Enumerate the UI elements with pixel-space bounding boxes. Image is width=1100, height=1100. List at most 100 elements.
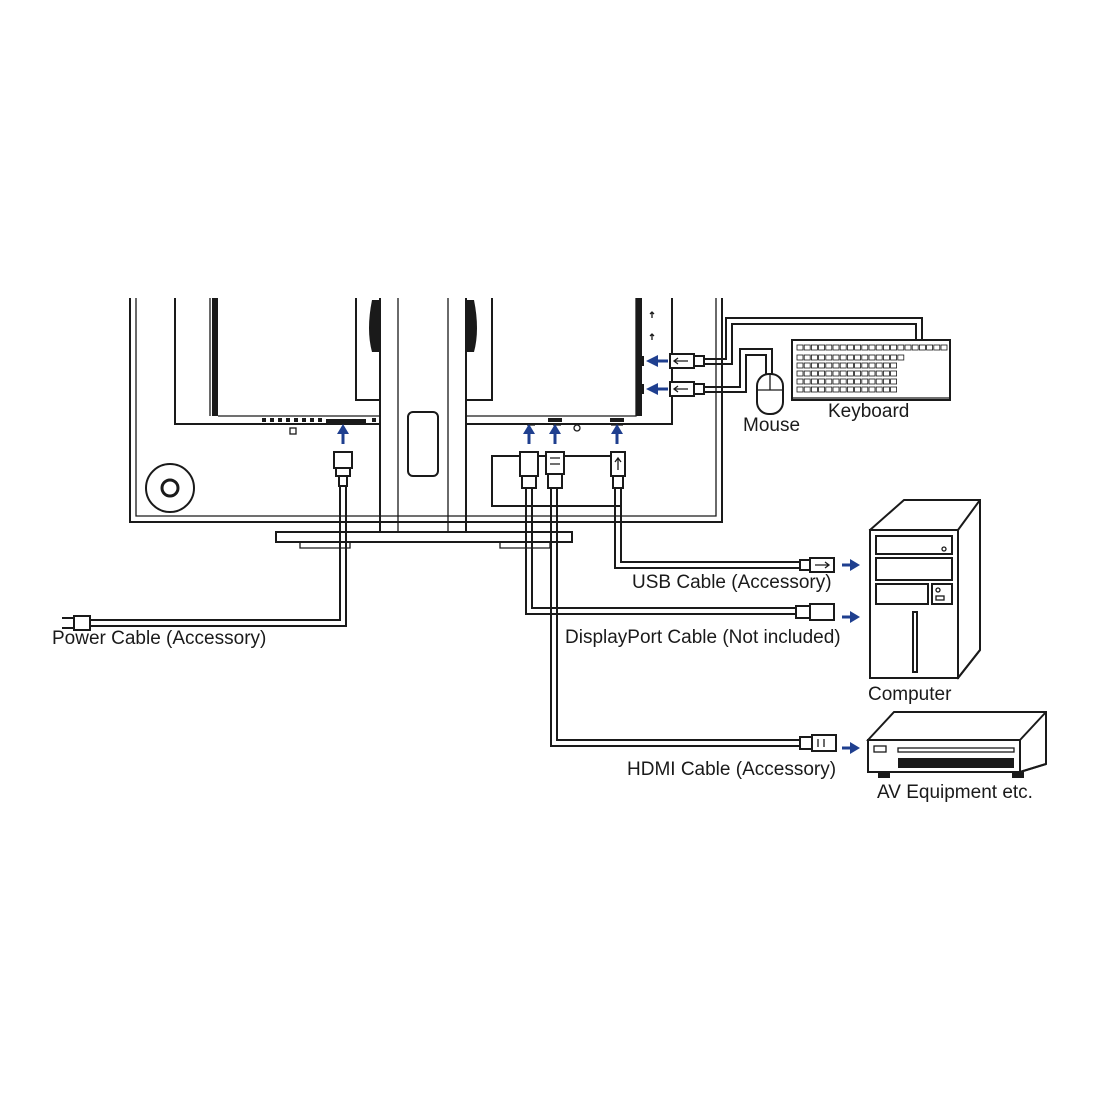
usb-plug-icon [610,451,626,489]
key [839,362,847,369]
key [847,354,854,361]
key [933,344,941,351]
av-equipment-label: AV Equipment etc. [877,782,1033,803]
key [875,378,883,385]
arrow-icon [842,742,860,754]
key [883,370,890,377]
key [818,354,825,361]
key [890,354,897,361]
key [796,386,804,393]
key [825,344,833,351]
arrow-icon [646,355,668,367]
key [890,370,897,377]
key [796,362,804,369]
key [818,386,825,393]
key [796,378,804,385]
key [803,370,811,377]
key [803,344,811,351]
keyboard-label: Keyboard [828,401,909,422]
key [811,378,818,385]
key [875,386,883,393]
key [825,378,833,385]
key [868,370,876,377]
key [811,386,818,393]
displayport-plug-icon [519,451,539,489]
key [832,344,840,351]
key [854,378,861,385]
key [854,354,861,361]
key [825,370,833,377]
key [919,344,926,351]
av-equipment-icon [866,711,1047,778]
key [890,386,897,393]
power-cable [62,451,353,631]
key [839,354,847,361]
key [890,378,897,385]
key [803,362,811,369]
keyboard-icon [791,339,951,401]
key [861,344,869,351]
key [875,344,883,351]
key [811,370,818,377]
key [861,378,869,385]
arrow-icon [646,383,668,395]
key [839,370,847,377]
key [847,362,854,369]
key [875,362,883,369]
key [847,344,854,351]
key [832,370,840,377]
key [803,354,811,361]
key [803,386,811,393]
key [854,370,861,377]
key [832,386,840,393]
displayport-cable-label: DisplayPort Cable (Not included) [565,627,841,648]
key [940,344,948,351]
key [883,354,890,361]
mouse-label: Mouse [743,415,800,436]
key [854,362,861,369]
key [911,344,919,351]
hdmi-plug-icon [799,734,837,752]
keyboard-keys [796,344,948,393]
key [818,370,825,377]
key [868,378,876,385]
button-row [262,418,376,435]
key [861,386,869,393]
key [883,378,890,385]
key [818,362,825,369]
hdmi-cable-label: HDMI Cable (Accessory) [627,759,836,780]
key [796,354,804,361]
key [904,344,912,351]
key [832,378,840,385]
key [839,378,847,385]
arrow-icon [842,559,860,571]
computer-icon [868,499,981,680]
usb-plug-icon [669,381,705,397]
key [839,344,847,351]
key [825,362,833,369]
key [796,344,804,351]
key [832,354,840,361]
usb-cable [610,451,835,573]
key [847,386,854,393]
usb-cable-label: USB Cable (Accessory) [632,572,832,593]
key [883,344,890,351]
key [883,362,890,369]
key [796,370,804,377]
monitor-rear [129,298,723,549]
mouse-icon [756,373,784,415]
key [847,370,854,377]
key [825,386,833,393]
displayport-cable [519,451,835,621]
key [897,344,905,351]
arrow-icon [842,611,860,623]
key [868,386,876,393]
insertion-arrows [337,355,860,754]
power-plug-icon [333,451,353,487]
peripheral-cables [669,317,923,397]
usb-plug-icon [799,557,835,573]
arrow-icon [611,424,623,444]
key [803,378,811,385]
displayport-plug-icon [795,603,835,621]
